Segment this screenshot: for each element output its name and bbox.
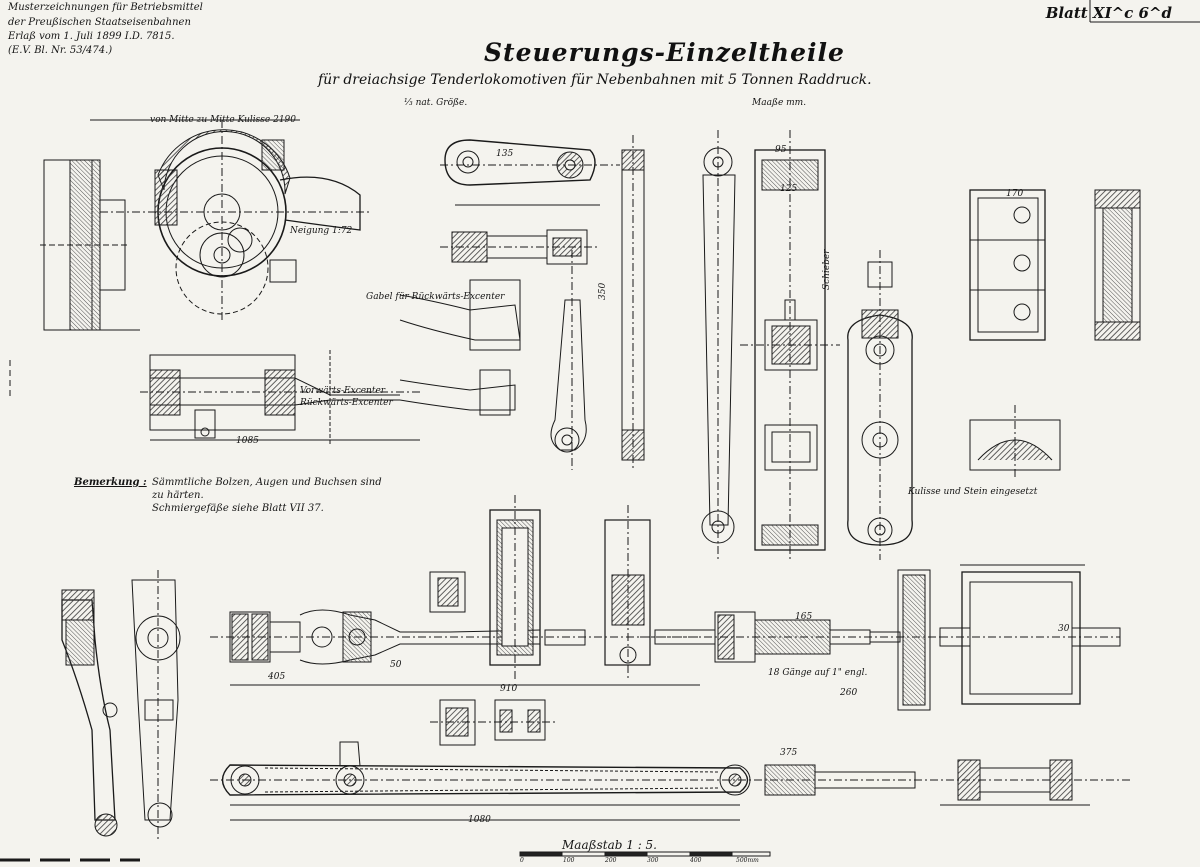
excenter-straps <box>140 279 521 445</box>
dim-label: 1085 <box>236 436 259 446</box>
slide-block-frame <box>969 189 1141 480</box>
slotted-link <box>847 250 913 560</box>
scale-tick-500: 500mm <box>736 857 759 864</box>
remark-line-3: Schmiergefäße siehe Blatt VII 37. <box>152 503 324 514</box>
scale-tick-100: 100 <box>563 857 575 864</box>
drawing-title: Steuerungs-Einzeltheile <box>484 38 845 67</box>
label-gaenge: 18 Gänge auf 1" engl. <box>768 668 868 678</box>
scale-tick-0: 0 <box>520 857 524 864</box>
header-line-1: Musterzeichnungen für Betriebsmittel <box>8 2 203 13</box>
drawing-subtitle: für dreiachsige Tenderlokomotiven für Ne… <box>318 72 872 88</box>
dim-label: 375 <box>780 748 798 758</box>
slide-valve <box>897 564 1121 711</box>
dim-label: 405 <box>268 672 286 682</box>
scale-tick-200: 200 <box>605 857 617 864</box>
dim-label: 910 <box>500 684 518 694</box>
label-vorwaerts: Vorwärts-Excenter <box>300 386 386 396</box>
eccentric-rod <box>210 741 1130 821</box>
label-kulisse-stein: Kulisse und Stein eingesetzt <box>908 487 1038 497</box>
upper-lever <box>440 139 620 265</box>
remark-heading: Bemerkung : <box>74 477 147 488</box>
sheet-number: Blatt XI^c 6^d <box>1045 4 1172 22</box>
units-note: Maaße mm. <box>752 98 807 108</box>
dim-label: 135 <box>496 149 514 159</box>
dim-label: 30 <box>1058 624 1070 634</box>
label-gabel: Gabel für Rückwärts-Excenter <box>366 292 505 302</box>
dim-label: 165 <box>795 612 813 622</box>
radius-rod <box>210 495 940 686</box>
small-parts <box>430 699 555 746</box>
scale-note: ⅓ nat. Größe. <box>404 98 468 108</box>
dim-label: 50 <box>390 660 402 670</box>
dim-label: 260 <box>840 688 858 698</box>
vertical-links <box>550 130 736 560</box>
kulisse-assembly <box>40 119 370 331</box>
label-neigung: Neigung 1:72 <box>290 226 353 236</box>
header-line-4: (E.V. Bl. Nr. 53/474.) <box>8 45 113 56</box>
header-line-2: der Preußischen Staatseisenbahnen <box>8 17 191 28</box>
crosshead-guide <box>740 130 840 560</box>
remark-line-1: Sämmtliche Bolzen, Augen und Buchsen sin… <box>152 477 382 488</box>
header-line-3: Erlaß vom 1. Juli 1899 I.D. 7815. <box>8 31 175 42</box>
scale-bar <box>519 851 771 857</box>
remark-line-2: zu härten. <box>152 490 204 501</box>
scale-tick-400: 400 <box>690 857 702 864</box>
scale-bar-label: Maaßstab 1 : 5. <box>562 838 657 852</box>
label-rueckwaerts: Rückwärts-Excenter <box>300 398 393 408</box>
dim-label: 170 <box>1006 189 1024 199</box>
scale-tick-300: 300 <box>647 857 659 864</box>
reversing-lever <box>61 570 181 840</box>
